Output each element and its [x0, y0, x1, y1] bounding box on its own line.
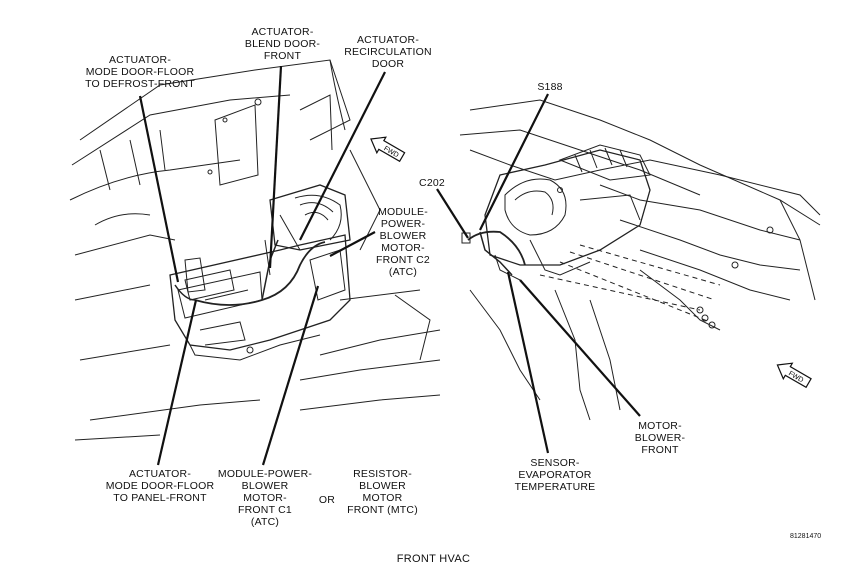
label-module-power-blower-c2: MODULE- POWER- BLOWER MOTOR- FRONT C2 (A… [376, 206, 430, 278]
label-c202: C202 [419, 177, 445, 189]
label-actuator-mode-door-floor-defrost: ACTUATOR- MODE DOOR-FLOOR TO DEFROST-FRO… [85, 54, 195, 90]
leader-blend-door [268, 65, 283, 269]
label-module-power-blower-c1: MODULE-POWER- BLOWER MOTOR- FRONT C1 (AT… [217, 468, 313, 528]
leader-mode-floor-panel [156, 299, 198, 466]
leader-lines [138, 65, 641, 466]
label-actuator-recirculation-door: ACTUATOR- RECIRCULATION DOOR [344, 34, 432, 70]
label-sensor-evaporator-temperature: SENSOR- EVAPORATOR TEMPERATURE [514, 457, 596, 493]
figure-caption: FRONT HVAC [396, 553, 471, 565]
leader-module-c1 [261, 285, 320, 466]
left-illustration [69, 59, 441, 441]
leader-mode-floor-defrost [138, 95, 180, 283]
forward-arrow-icon-right: FWD [776, 362, 812, 389]
fwd-text-right: FWD [787, 370, 804, 384]
label-actuator-mode-door-floor-panel: ACTUATOR- MODE DOOR-FLOOR TO PANEL-FRONT [105, 468, 215, 504]
leader-s188 [479, 93, 549, 231]
label-resistor-blower-motor: RESISTOR- BLOWER MOTOR FRONT (MTC) [347, 468, 418, 516]
forward-arrow-icon-left: FWD [370, 136, 406, 163]
leader-recirc-door [299, 71, 386, 241]
right-illustration [459, 99, 821, 421]
figure-number: 81281470 [790, 533, 822, 540]
label-actuator-blend-door: ACTUATOR- BLEND DOOR- FRONT [244, 26, 321, 62]
leader-sensor-evap [506, 271, 550, 454]
fwd-text-left: FWD [382, 145, 399, 159]
leader-module-c2 [329, 231, 376, 257]
leader-motor-blower [519, 279, 641, 417]
leader-c202 [436, 188, 469, 239]
label-or: OR [318, 494, 336, 506]
label-s188: S188 [537, 81, 563, 93]
label-motor-blower-front: MOTOR- BLOWER- FRONT [634, 420, 686, 456]
